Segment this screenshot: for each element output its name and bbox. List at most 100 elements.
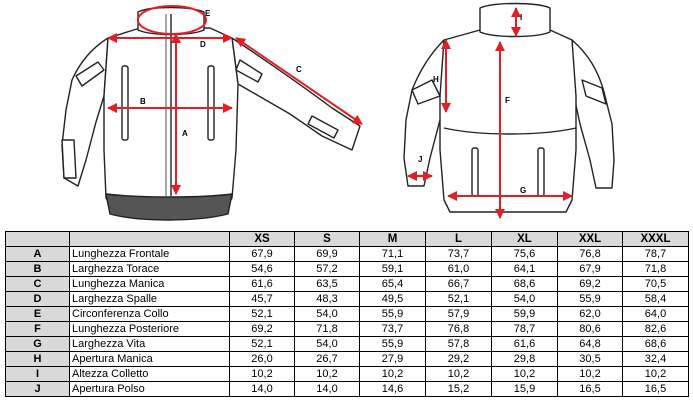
table-cell: 61,6 xyxy=(229,276,295,292)
table-cell: 69,9 xyxy=(294,246,360,262)
table-cell: 80,6 xyxy=(557,321,623,337)
row-label: Altezza Colletto xyxy=(69,366,230,382)
table-cell: 54,0 xyxy=(294,306,360,322)
table-cell: 32,4 xyxy=(622,351,689,367)
table-cell: 68,6 xyxy=(622,336,689,352)
label-j: J xyxy=(418,155,422,164)
table-cell: 54,0 xyxy=(491,291,558,307)
table-cell: 10,2 xyxy=(557,366,623,382)
table-cell: 45,7 xyxy=(229,291,295,307)
table-cell: 30,5 xyxy=(557,351,623,367)
table-cell: 69,2 xyxy=(229,321,295,337)
header-size: XL xyxy=(491,231,558,247)
table-cell: 14,6 xyxy=(359,381,426,397)
row-label: Apertura Manica xyxy=(69,351,230,367)
table-cell: 73,7 xyxy=(359,321,426,337)
table-cell: 14,0 xyxy=(294,381,360,397)
table-cell: 15,9 xyxy=(491,381,558,397)
label-i: I xyxy=(520,13,522,22)
table-cell: 75,6 xyxy=(491,246,558,262)
header-size: M xyxy=(359,231,426,247)
table-cell: 15,2 xyxy=(425,381,492,397)
table-cell: 16,5 xyxy=(557,381,623,397)
header-measure xyxy=(69,231,230,247)
table-cell: 58,4 xyxy=(622,291,689,307)
table-cell: 82,6 xyxy=(622,321,689,337)
table-cell: 49,5 xyxy=(359,291,426,307)
table-cell: 54,0 xyxy=(294,336,360,352)
table-cell: 71,1 xyxy=(359,246,426,262)
table-cell: 52,1 xyxy=(229,336,295,352)
table-cell: 64,0 xyxy=(622,306,689,322)
row-code: A xyxy=(5,246,70,262)
table-cell: 67,9 xyxy=(229,246,295,262)
table-cell: 54,6 xyxy=(229,261,295,277)
header-code xyxy=(5,231,70,247)
row-code: I xyxy=(5,366,70,382)
row-code: D xyxy=(5,291,70,307)
front-jacket-illustration xyxy=(61,6,361,221)
label-f: F xyxy=(505,96,510,105)
back-jacket-illustration xyxy=(403,2,615,213)
table-cell: 69,2 xyxy=(557,276,623,292)
table-cell: 26,0 xyxy=(229,351,295,367)
row-label: Lunghezza Manica xyxy=(69,276,230,292)
table-cell: 78,7 xyxy=(622,246,689,262)
jacket-measurement-diagram: A B C D E F G H I J xyxy=(61,2,615,221)
table-cell: 59,9 xyxy=(491,306,558,322)
table-cell: 76,8 xyxy=(557,246,623,262)
row-code: B xyxy=(5,261,70,277)
row-code: E xyxy=(5,306,70,322)
table-cell: 78,7 xyxy=(491,321,558,337)
header-size: XXL xyxy=(557,231,623,247)
label-e: E xyxy=(205,9,211,18)
label-b: B xyxy=(140,97,146,106)
table-cell: 16,5 xyxy=(622,381,689,397)
label-a: A xyxy=(182,129,188,138)
back-measure-lines xyxy=(407,6,573,219)
header-size: XS xyxy=(229,231,295,247)
table-cell: 76,8 xyxy=(425,321,492,337)
table-cell: 67,9 xyxy=(557,261,623,277)
table-cell: 66,7 xyxy=(425,276,492,292)
table-cell: 10,2 xyxy=(491,366,558,382)
row-label: Larghezza Spalle xyxy=(69,291,230,307)
row-code: C xyxy=(5,276,70,292)
row-label: Lunghezza Frontale xyxy=(69,246,230,262)
front-measure-lines xyxy=(107,5,363,195)
table-cell: 10,2 xyxy=(359,366,426,382)
table-cell: 57,2 xyxy=(294,261,360,277)
table-cell: 55,9 xyxy=(359,306,426,322)
table-cell: 65,4 xyxy=(359,276,426,292)
table-cell: 73,7 xyxy=(425,246,492,262)
table-cell: 57,8 xyxy=(425,336,492,352)
header-size: L xyxy=(425,231,492,247)
row-label: Larghezza Vita xyxy=(69,336,230,352)
table-cell: 29,2 xyxy=(425,351,492,367)
table-cell: 52,1 xyxy=(229,306,295,322)
label-d: D xyxy=(200,40,206,49)
table-cell: 14,0 xyxy=(229,381,295,397)
table-cell: 61,6 xyxy=(491,336,558,352)
table-cell: 62,0 xyxy=(557,306,623,322)
table-cell: 57,9 xyxy=(425,306,492,322)
row-label: Larghezza Torace xyxy=(69,261,230,277)
header-size: S xyxy=(294,231,360,247)
table-cell: 10,2 xyxy=(294,366,360,382)
table-cell: 64,1 xyxy=(491,261,558,277)
row-code: J xyxy=(5,381,70,397)
table-cell: 59,1 xyxy=(359,261,426,277)
table-cell: 55,9 xyxy=(359,336,426,352)
table-cell: 61,0 xyxy=(425,261,492,277)
table-cell: 55,9 xyxy=(557,291,623,307)
table-cell: 71,8 xyxy=(294,321,360,337)
label-c: C xyxy=(296,65,302,74)
